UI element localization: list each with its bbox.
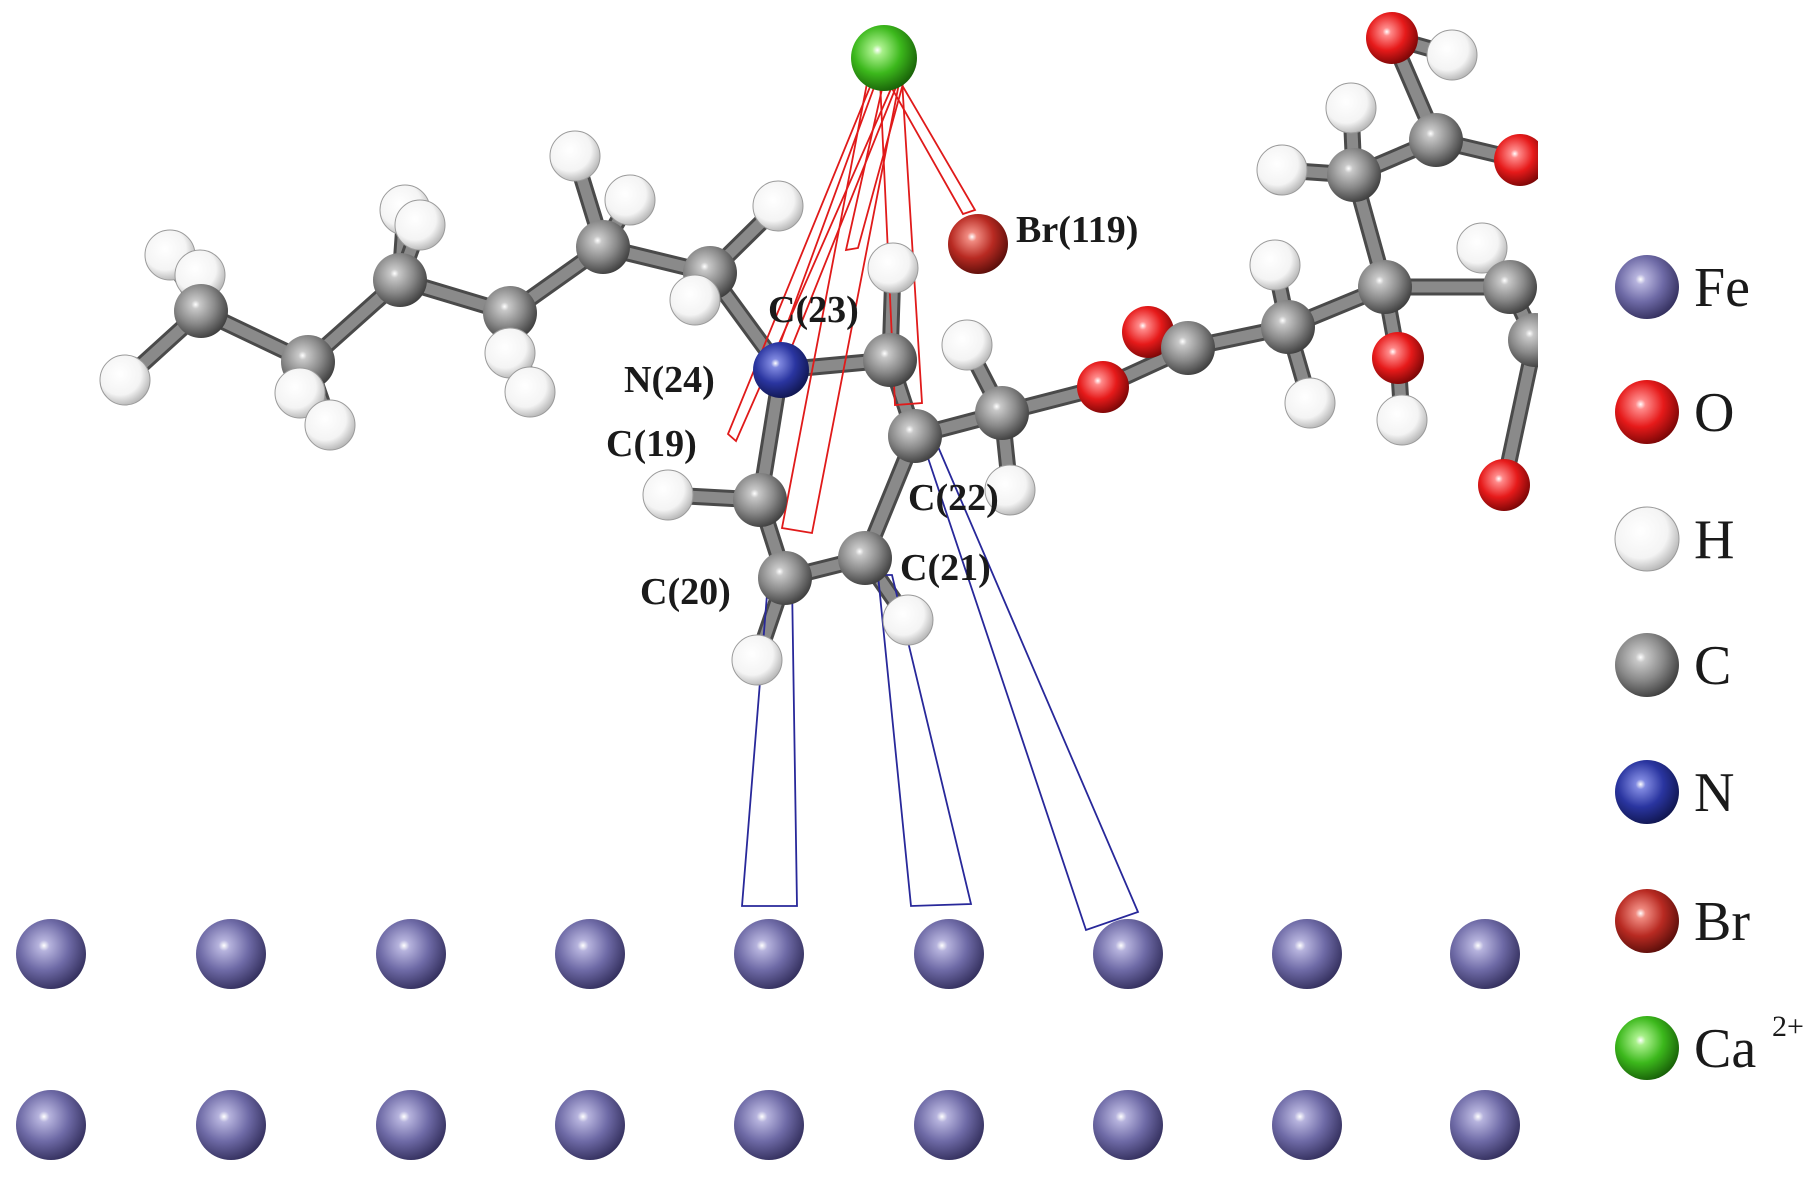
legend-swatch-o-icon — [1615, 380, 1679, 444]
atom-c — [1261, 300, 1315, 354]
atom-h — [1325, 82, 1377, 134]
atom-c — [576, 220, 630, 274]
atom-o — [1366, 12, 1418, 64]
atom-fe — [376, 919, 446, 989]
atom-h — [1249, 239, 1301, 291]
atom-fe — [1093, 919, 1163, 989]
legend-swatch-br-icon — [1615, 889, 1679, 953]
atom-h — [642, 469, 694, 521]
atom-fe — [1272, 919, 1342, 989]
atom-c — [888, 409, 942, 463]
fe-surface — [16, 919, 1520, 1160]
bonds — [116, 29, 1538, 669]
atom-fe — [1450, 919, 1520, 989]
atom-c — [1161, 321, 1215, 375]
atom-labels: Br(119) C(23) N(24) C(19) C(22) C(21) C(… — [606, 209, 1138, 613]
atom-br — [948, 214, 1008, 274]
legend-label-fe: Fe — [1694, 257, 1750, 319]
atom-h — [504, 366, 556, 418]
label-br119: Br(119) — [1016, 209, 1138, 251]
legend-label-h: H — [1694, 509, 1734, 571]
atom-c — [1409, 113, 1463, 167]
legend-swatch-n-icon — [1615, 760, 1679, 824]
atom-fe — [555, 1090, 625, 1160]
atom-h — [867, 242, 919, 294]
atom-c — [758, 551, 812, 605]
legend-label-ca: Ca — [1694, 1018, 1756, 1080]
atom-fe — [734, 1090, 804, 1160]
label-c23: C(23) — [768, 289, 859, 331]
atom-c — [483, 286, 537, 340]
atom-c — [1327, 148, 1381, 202]
atom-c — [838, 531, 892, 585]
legend-label-c: C — [1694, 635, 1731, 697]
label-c22: C(22) — [908, 477, 999, 519]
atom-o — [1494, 134, 1538, 186]
legend-label-n: N — [1694, 762, 1734, 824]
legend-swatch-h-icon — [1614, 506, 1680, 572]
atom-h — [304, 399, 356, 451]
atom-h — [752, 180, 804, 232]
atom-c — [1483, 260, 1537, 314]
label-c19: C(19) — [606, 423, 697, 465]
label-c20: C(20) — [640, 571, 731, 613]
atom-fe — [16, 1090, 86, 1160]
atom-fe — [914, 1090, 984, 1160]
legend-swatch-ca-icon — [1615, 1016, 1679, 1080]
atom-c — [174, 284, 228, 338]
atom-h — [274, 367, 326, 419]
legend-label-br: Br — [1694, 891, 1750, 953]
label-n24: N(24) — [624, 359, 715, 401]
atom-ca — [851, 25, 917, 91]
atom-h — [984, 464, 1036, 516]
atom-o — [1372, 332, 1424, 384]
atom-h — [1256, 144, 1308, 196]
atom-fe — [1272, 1090, 1342, 1160]
atom-n — [753, 342, 809, 398]
atom-c — [373, 253, 427, 307]
atom-fe — [1450, 1090, 1520, 1160]
atom-h — [604, 174, 656, 226]
atom-o — [1478, 459, 1530, 511]
atom-h — [731, 634, 783, 686]
atom-fe — [914, 919, 984, 989]
atom-fe — [196, 919, 266, 989]
atom-h — [1456, 222, 1508, 274]
atom-c — [1508, 313, 1538, 367]
atoms — [99, 12, 1538, 686]
atom-fe — [376, 1090, 446, 1160]
atom-o — [1077, 361, 1129, 413]
atom-fe — [1093, 1090, 1163, 1160]
label-c21: C(21) — [900, 547, 991, 589]
atom-h — [1284, 377, 1336, 429]
atom-fe — [16, 919, 86, 989]
atom-h — [394, 199, 446, 251]
atom-fe — [734, 919, 804, 989]
legend-label-o: O — [1694, 382, 1734, 444]
atom-h — [941, 319, 993, 371]
atom-h — [1426, 29, 1478, 81]
molecule — [99, 12, 1538, 932]
atom-c — [733, 473, 787, 527]
atom-fe — [196, 1090, 266, 1160]
atom-h — [1376, 394, 1428, 446]
atom-c — [863, 333, 917, 387]
atom-h — [99, 354, 151, 406]
legend-swatch-c-icon — [1615, 633, 1679, 697]
atom-c — [975, 386, 1029, 440]
atom-h — [549, 130, 601, 182]
atom-o — [1122, 306, 1174, 358]
atom-h — [882, 594, 934, 646]
atom-fe — [555, 919, 625, 989]
legend-swatch-fe-icon — [1615, 255, 1679, 319]
fe-contact-wedge — [877, 574, 973, 907]
legend-superscript: 2+ — [1772, 1010, 1804, 1043]
atom-c — [1358, 260, 1412, 314]
atom-h — [669, 274, 721, 326]
